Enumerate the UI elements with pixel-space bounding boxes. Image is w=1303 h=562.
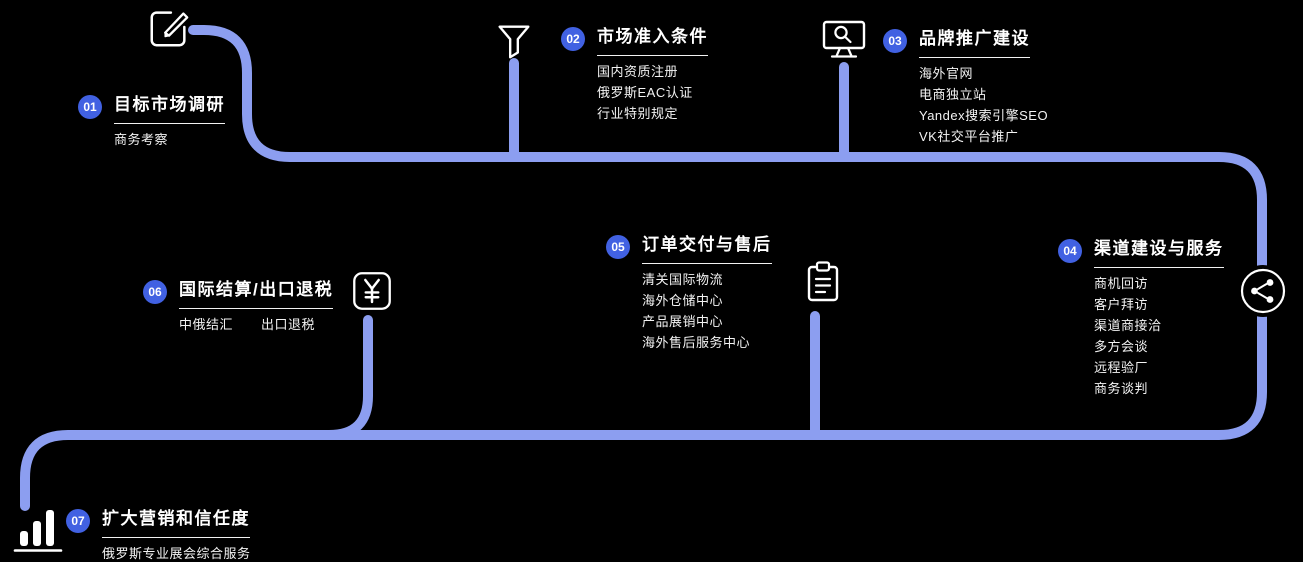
- funnel-icon: [493, 19, 535, 65]
- step-title: 市场准入条件: [597, 26, 708, 56]
- flow-stub-currency: [324, 315, 373, 440]
- list-item: 海外仓储中心: [642, 293, 724, 308]
- step-number-badge: 04: [1058, 239, 1082, 263]
- step-item-list: 清关国际物流海外仓储中心产品展销中心海外售后服务中心: [642, 273, 750, 350]
- clipboard-icon: [799, 258, 847, 306]
- step-title: 订单交付与售后: [642, 234, 772, 264]
- step-block-07: 07 扩大营销和信任度 俄罗斯专业展会综合服务: [66, 508, 251, 561]
- list-item: 海外官网: [919, 66, 974, 81]
- list-item: 出口退税: [261, 317, 316, 332]
- step-item-list: 商务考察: [114, 133, 168, 147]
- step-item-list: 海外官网电商独立站 Yandex搜索引擎SEO VK社交平台推广: [919, 67, 1048, 144]
- step-block-05: 05 订单交付与售后 清关国际物流海外仓储中心产品展销中心海外售后服务中心: [606, 234, 772, 350]
- list-item: 国内资质注册: [597, 64, 679, 79]
- step-title: 渠道建设与服务: [1094, 238, 1224, 268]
- edit-icon: [146, 4, 192, 50]
- list-item: 俄罗斯EAC认证: [597, 85, 693, 100]
- step-title: 国际结算/出口退税: [179, 279, 334, 309]
- step-block-02: 02 市场准入条件 国内资质注册俄罗斯EAC认证行业特别规定: [561, 26, 708, 121]
- step-title: 品牌推广建设: [919, 28, 1030, 58]
- step-title: 目标市场调研: [114, 94, 225, 124]
- step-number-badge: 01: [78, 95, 102, 119]
- step-block-03: 03 品牌推广建设 海外官网电商独立站 Yandex搜索引擎SEO VK社交平台推广: [883, 28, 1048, 144]
- list-item: 产品展销中心: [642, 314, 724, 329]
- list-item: 俄罗斯专业展会综合服务: [102, 546, 251, 561]
- list-item: 海外售后服务中心: [642, 335, 751, 350]
- list-item: 中俄结汇: [179, 317, 234, 332]
- monitor-search-icon: [820, 15, 868, 63]
- step-number-badge: 05: [606, 235, 630, 259]
- list-item: 商务谈判: [1094, 381, 1149, 396]
- step-item-list: 国内资质注册俄罗斯EAC认证行业特别规定: [597, 65, 693, 121]
- currency-icon: [349, 268, 395, 314]
- list-item: VK社交平台推广: [919, 129, 1019, 144]
- list-item: Yandex搜索引擎SEO: [919, 108, 1049, 123]
- bar-chart-icon: [12, 501, 64, 553]
- step-number-badge: 06: [143, 280, 167, 304]
- list-item: 渠道商接洽: [1094, 318, 1162, 333]
- step-number-badge: 02: [561, 27, 585, 51]
- list-item: 远程验厂: [1094, 360, 1149, 375]
- step-number-badge: 07: [66, 509, 90, 533]
- step-block-01: 01 目标市场调研 商务考察: [78, 94, 225, 147]
- step-title: 扩大营销和信任度: [102, 508, 250, 538]
- list-item: 多方会谈: [1094, 339, 1149, 354]
- step-item-list: 商机回访客户拜访渠道商接洽多方会谈远程验厂商务谈判: [1094, 277, 1162, 396]
- step-number-badge: 03: [883, 29, 907, 53]
- step-item-list: 中俄结汇 出口退税: [179, 318, 315, 332]
- list-item: 电商独立站: [919, 87, 987, 102]
- step-block-06: 06 国际结算/出口退税 中俄结汇 出口退税: [143, 279, 334, 332]
- list-item: 商机回访: [1094, 276, 1149, 291]
- step-block-04: 04 渠道建设与服务 商机回访客户拜访渠道商接洽多方会谈远程验厂商务谈判: [1058, 238, 1224, 396]
- list-item: 客户拜访: [1094, 297, 1149, 312]
- network-icon: [1237, 265, 1289, 317]
- list-item: 清关国际物流: [642, 272, 724, 287]
- list-item: 行业特别规定: [597, 106, 679, 121]
- list-item: 商务考察: [114, 132, 169, 147]
- step-item-list: 俄罗斯专业展会综合服务: [102, 547, 251, 561]
